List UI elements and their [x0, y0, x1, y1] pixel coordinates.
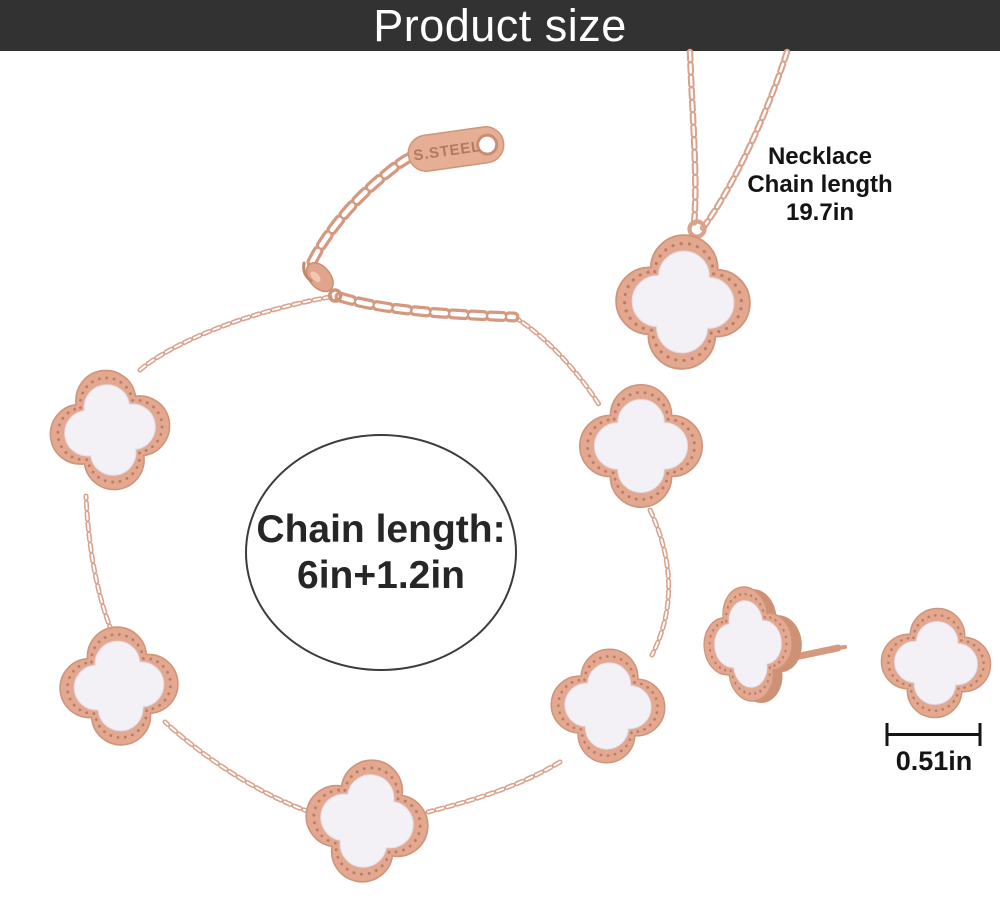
bracelet-clover-charm-1: [42, 362, 177, 497]
earring-size-label: 0.51in: [895, 746, 973, 776]
necklace-note-line2: Chain length: [747, 171, 893, 198]
bracelet-note-line2: 6in+1.2in: [297, 553, 465, 597]
pendant-bail: [687, 219, 707, 239]
necklace-clover-pendant: [614, 233, 752, 371]
necklace-note-line3: 19.7in: [785, 199, 855, 226]
bracelet-clover-charm-3: [56, 623, 182, 749]
stud-earring-right: [879, 606, 994, 721]
bracelet-note-line1: Chain length:: [256, 507, 506, 551]
stud-earring-left: [698, 583, 797, 706]
bracelet-clover-charm-5: [297, 751, 437, 891]
earring-post: [706, 584, 847, 708]
title-banner: Product size: [0, 0, 1000, 51]
necklace-length-annotation: Necklace Chain length 19.7in: [747, 143, 892, 227]
lobster-clasp: [302, 261, 343, 303]
bracelet-length-annotation: Chain length: 6in+1.2in: [245, 434, 517, 671]
measurement-bracket: [885, 723, 982, 746]
necklace-note-line1: Necklace: [767, 143, 873, 170]
bracelet-clover-charm-4: [548, 646, 667, 765]
page-title: Product size: [373, 0, 627, 51]
steel-tag: S.STEEL: [407, 126, 505, 172]
tag-hole: [476, 133, 499, 156]
extender-chain: [312, 154, 514, 317]
